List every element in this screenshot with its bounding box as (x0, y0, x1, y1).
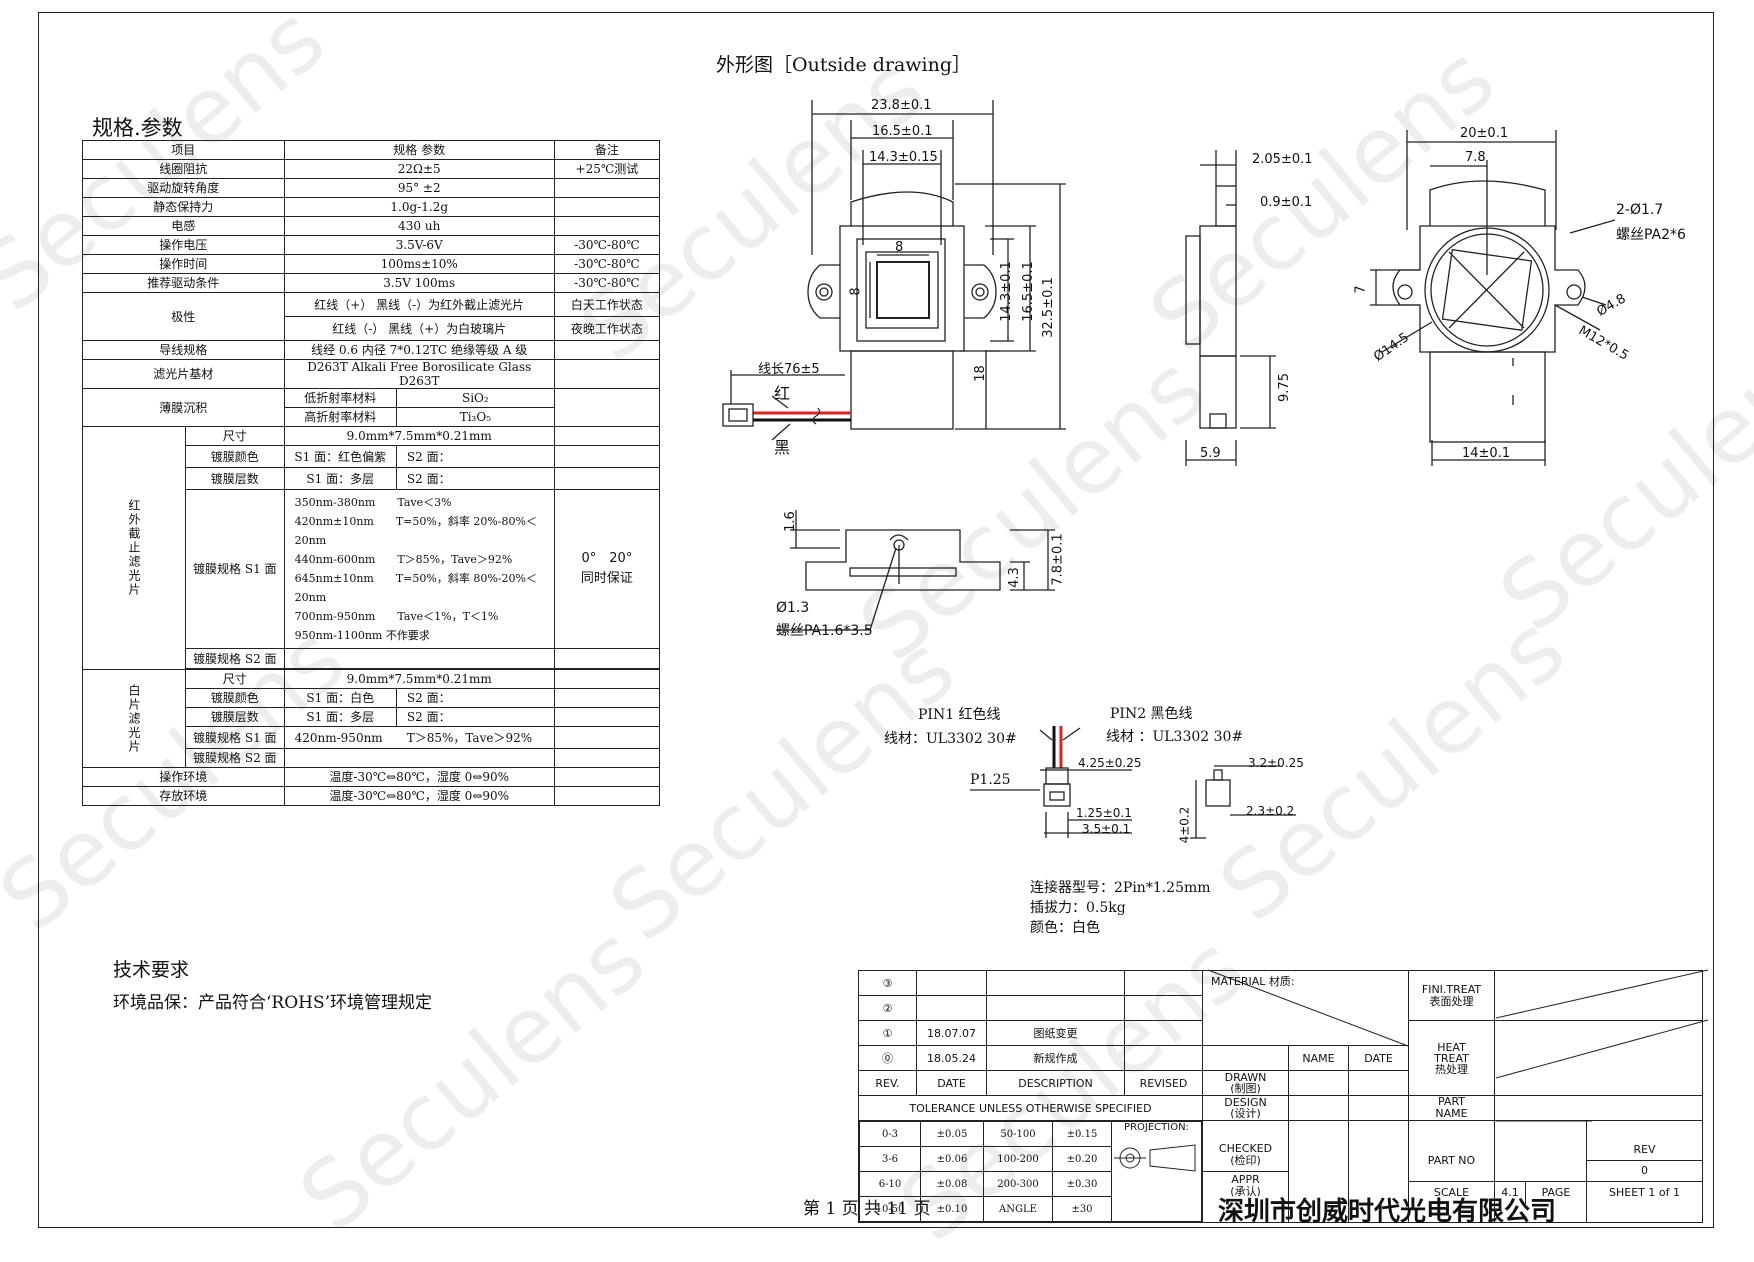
spec-title: 规格.参数 (92, 116, 183, 140)
table-row: 镀膜规格 S2 面 (83, 648, 661, 669)
side-view (1185, 150, 1276, 466)
page-number: 第 1 页 共 11 页 (803, 1199, 931, 1219)
bottom-view (776, 510, 1055, 631)
tech-title: 技术要求 (113, 959, 190, 981)
table-row: 极性红线（+） 黑线（-）为红外截止滤光片白天工作状态 (82, 292, 661, 341)
connector-notes: 连接器型号：2Pin*1.25mm 插拔力：0.5kg 颜色：白色 (1030, 880, 1211, 936)
table-row: 镀膜规格 S1 面 350nm-380nm Tave＜3% 420nm±10nm… (83, 489, 661, 649)
tech-requirement: 环境品保：产品符合‘ROHS’环境管理规定 (113, 993, 433, 1013)
front-view (722, 100, 1066, 441)
page-title: 外形图［Outside drawing］ (716, 54, 972, 76)
table-row: 项目规格 参数备注 (82, 140, 661, 160)
connector-view (970, 726, 1296, 839)
table-row: ② (858, 995, 1703, 1021)
table-row: 存放环境温度-30℃⇔80℃，湿度 0⇔90% (82, 786, 661, 806)
company-name: 深圳市创威时代光电有限公司 (1218, 1197, 1557, 1227)
right-view (1370, 130, 1616, 466)
table-row: ③ MATERIAL 材质: FINI.TREAT 表面处理 (858, 970, 1703, 1046)
drawing-frame (38, 12, 1714, 1228)
table-row: TOLERANCE UNLESS OTHERWISE SPECIFIED DES… (858, 1095, 1703, 1121)
